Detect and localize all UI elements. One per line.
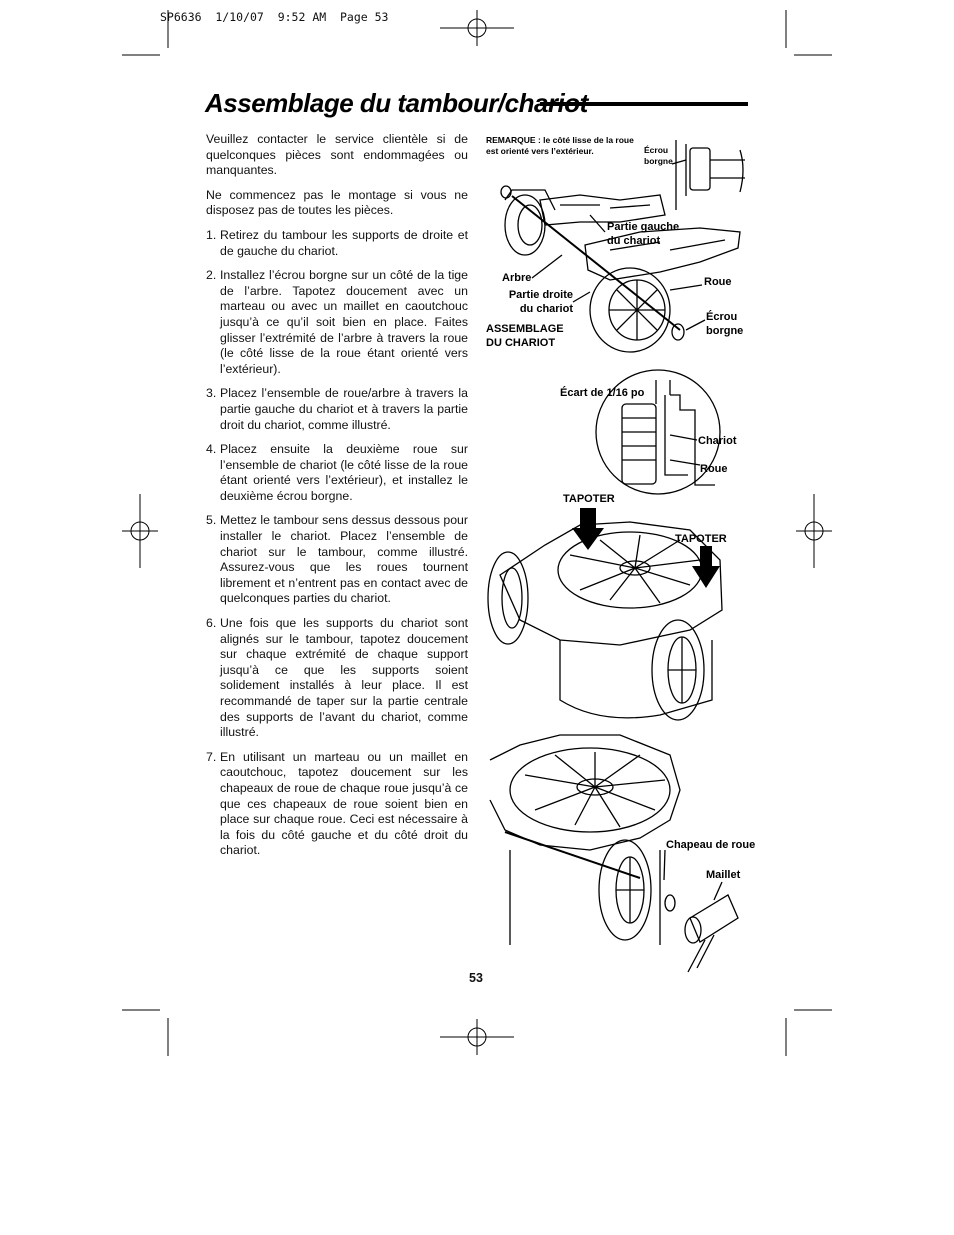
step-item: 3.Placez l’ensemble de roue/arbre à trav… bbox=[206, 386, 468, 432]
step-item: 4.Placez ensuite la deuxième roue sur l’… bbox=[206, 442, 468, 503]
step-item: 7.En utilisant un marteau ou un maillet … bbox=[206, 749, 468, 858]
wheel-label: Roue bbox=[700, 463, 728, 475]
steps-list: 1.Retirez du tambour les supports de dro… bbox=[206, 228, 468, 859]
left-cart-label: Partie gauche du chariot bbox=[607, 221, 680, 247]
page-title: Assemblage du tambour/chariot bbox=[205, 88, 588, 118]
remark-label: REMARQUE : le côté lisse de la roue est … bbox=[486, 135, 634, 156]
title-rule bbox=[540, 102, 748, 106]
tap-label-right: TAPOTER bbox=[675, 533, 727, 545]
step-item: 6.Une fois que les supports du chariot s… bbox=[206, 616, 468, 740]
right-cart-label: Partie droite du chariot bbox=[508, 289, 573, 315]
step-item: 2.Installez l’écrou borgne sur un côté d… bbox=[206, 268, 468, 376]
instructions-column: Veuillez contacter le service clientèle … bbox=[206, 132, 468, 868]
cart-assembly-illustration bbox=[500, 140, 745, 353]
axle-label: Arbre bbox=[502, 272, 532, 284]
assembly-caption: ASSEMBLAGE DU CHARIOT bbox=[486, 323, 564, 349]
gap-label: Écart de 1/16 po bbox=[560, 387, 645, 399]
cap-nut-label: Écrou borgne bbox=[706, 311, 744, 337]
cap-nut-label: Écrou borgne bbox=[644, 145, 673, 166]
tap-label-left: TAPOTER bbox=[563, 493, 615, 505]
cart-label: Chariot bbox=[698, 435, 737, 447]
mallet-label: Maillet bbox=[706, 869, 741, 881]
hubcap-label: Chapeau de roue bbox=[666, 839, 756, 851]
print-slug: SP6636 1/10/07 9:52 AM Page 53 bbox=[160, 10, 389, 24]
step-item: 5.Mettez le tambour sens dessus dessous … bbox=[206, 513, 468, 606]
intro-paragraph: Veuillez contacter le service clientèle … bbox=[206, 132, 468, 178]
hubcap-illustration bbox=[489, 734, 739, 973]
step-item: 1.Retirez du tambour les supports de dro… bbox=[206, 227, 468, 258]
intro-paragraph: Ne commencez pas le montage si vous ne d… bbox=[206, 187, 468, 218]
page-number: 53 bbox=[469, 971, 483, 985]
wheel-label: Roue bbox=[704, 276, 732, 288]
gap-detail-illustration bbox=[487, 369, 723, 721]
